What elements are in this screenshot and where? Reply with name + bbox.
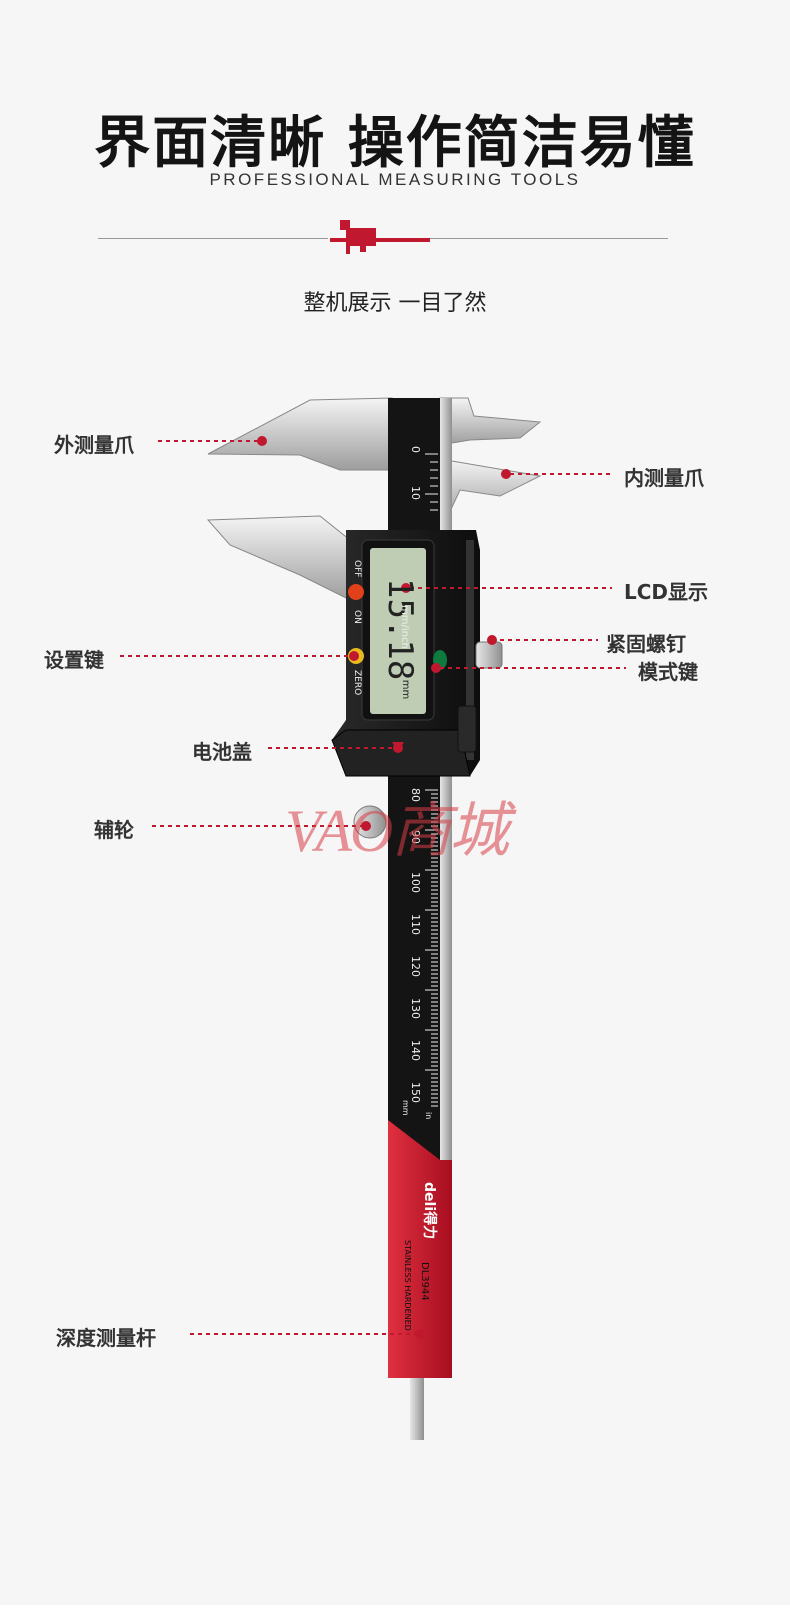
scale-number: 0 (409, 446, 422, 453)
lcd-screen (370, 548, 426, 714)
label-outer-jaw: 外测量爪 (54, 433, 134, 457)
battery-cover (331, 729, 471, 777)
inner-jaw-moving (445, 459, 542, 521)
page-subtitle: PROFESSIONAL MEASURING TOOLS (209, 170, 581, 189)
scale-unit-in: in (424, 1112, 433, 1120)
model-number: DL3944 (419, 1262, 430, 1301)
inner-jaw-fixed (439, 397, 542, 446)
outer-jaw-fixed (207, 397, 393, 471)
off-on-button (348, 584, 364, 600)
scale-unit-mm: mm (401, 1100, 410, 1116)
label-setting-key: 设置键 (44, 648, 104, 672)
label-inner-jaw: 内测量爪 (624, 466, 704, 490)
zero-label: ZERO (352, 670, 362, 696)
scale-number: 110 (409, 914, 422, 935)
lock-screw (475, 641, 503, 669)
thumb-wheel (353, 805, 387, 839)
on-label: ON (352, 610, 362, 624)
divider-right (430, 238, 668, 239)
label-battery-cover: 电池盖 (192, 740, 252, 764)
scale-number: 150 (409, 1082, 422, 1103)
lcd-unit: mm (400, 679, 412, 700)
label-depth-rod: 深度测量杆 (56, 1326, 156, 1350)
outer-jaw-moving (206, 515, 351, 601)
caliper-icon (330, 220, 430, 254)
label-thumb-wheel: 辅轮 (94, 818, 134, 842)
scale-number: 10 (409, 486, 422, 500)
scale-number: 130 (409, 998, 422, 1019)
bottom-band (0, 1605, 790, 1617)
page-title: 界面清晰 操作简洁易懂 (94, 111, 696, 176)
off-label: OFF (352, 560, 362, 578)
watermark: VAO商城 (285, 798, 509, 864)
depth-rod-tip (410, 1378, 424, 1440)
scale-number: 140 (409, 1040, 422, 1061)
material-text: STAINLESS HARDENED (403, 1240, 412, 1331)
scale-number: 100 (409, 872, 422, 893)
scale-number: 120 (409, 956, 422, 977)
label-mode-key: 模式键 (638, 660, 698, 684)
label-lcd-display: LCD显示 (624, 580, 709, 604)
page-caption: 整机展示 一目了然 (303, 291, 487, 316)
label-lock-screw: 紧固螺钉 (606, 632, 686, 656)
brand-logo: deli得力 (421, 1182, 437, 1240)
unit-toggle-label: mm/inch (399, 605, 410, 649)
depth-rod-red (388, 1120, 452, 1378)
divider-left (98, 238, 328, 239)
